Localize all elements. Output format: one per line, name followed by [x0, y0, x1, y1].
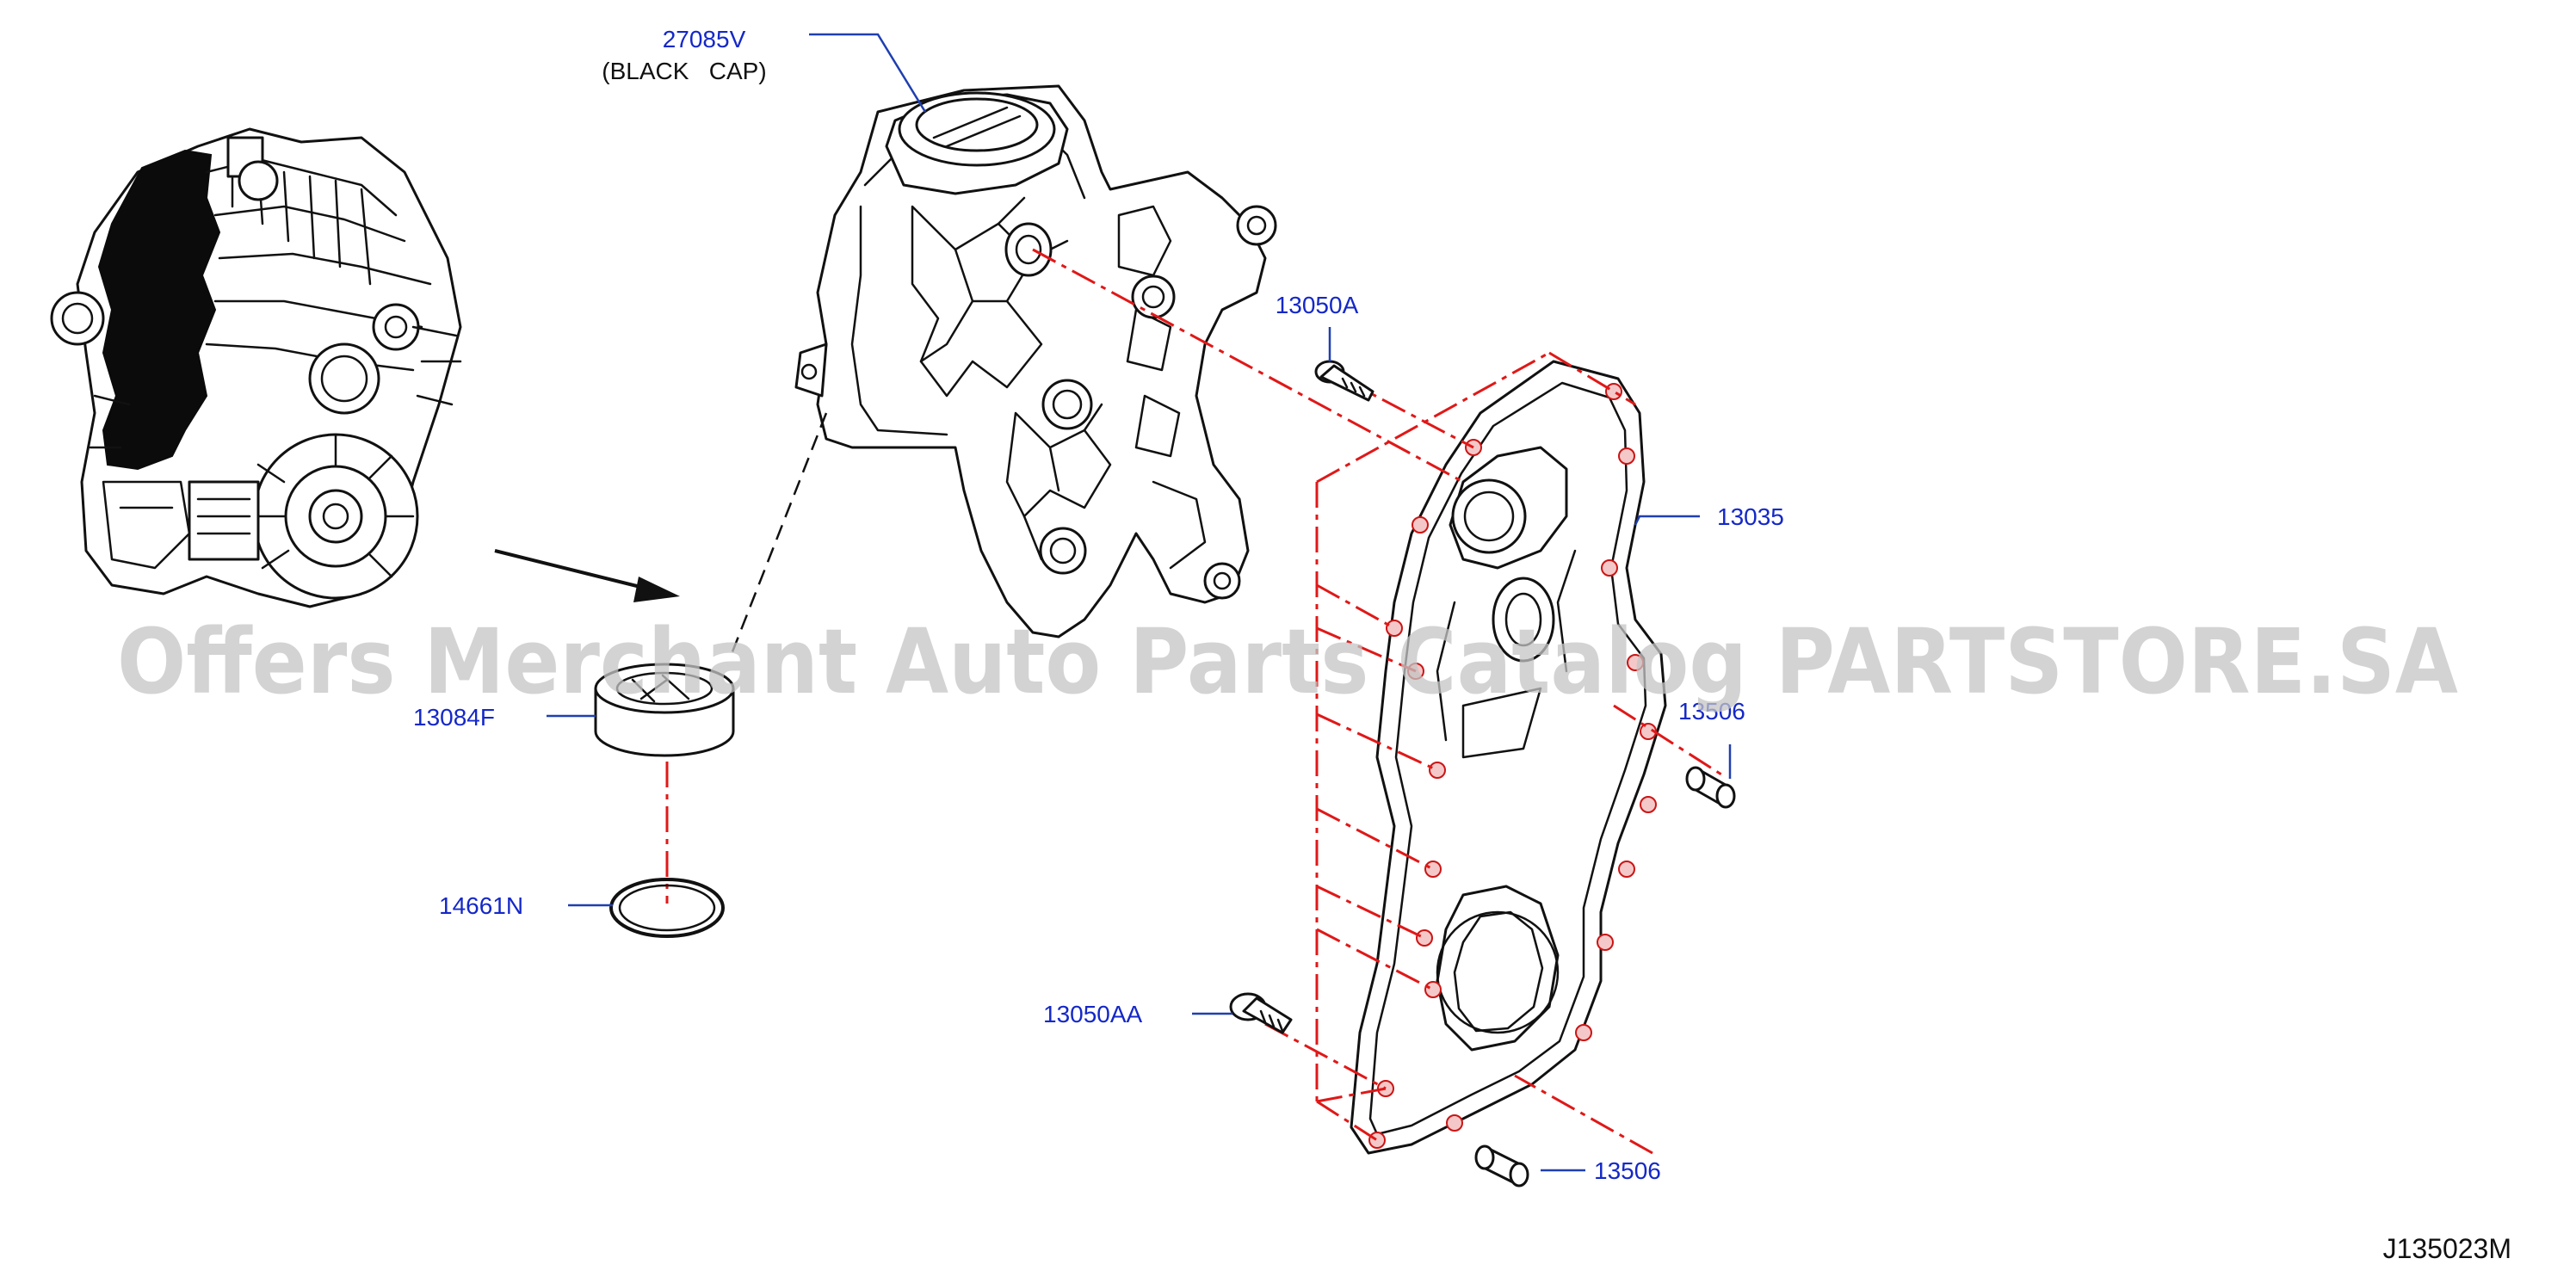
timing-chain-case — [794, 84, 1277, 638]
assembly-centerlines — [665, 248, 1722, 1155]
figure-code: J135023M — [2383, 1233, 2511, 1264]
o-ring — [609, 878, 725, 938]
direction-arrow — [494, 549, 680, 602]
label-black-cap-note: (BLACK CAP) — [602, 58, 766, 84]
front-cover-gasket — [1350, 360, 1667, 1155]
crank-seal — [594, 663, 735, 757]
label-13050a: 13050A — [1276, 292, 1359, 318]
dowel-lower — [1474, 1144, 1529, 1188]
leader-lines — [547, 33, 1732, 1172]
label-27085v: 27085V — [663, 26, 746, 52]
label-14661n: 14661N — [439, 892, 523, 919]
label-13506-lower: 13506 — [1594, 1157, 1661, 1184]
label-13050aa: 13050AA — [1043, 1001, 1143, 1027]
label-13506-upper: 13506 — [1678, 698, 1745, 725]
label-13035: 13035 — [1717, 503, 1784, 530]
watermark-text: Offers Merchant Auto Parts Catalog PARTS… — [117, 609, 2458, 714]
bolt-bottom — [1229, 992, 1293, 1034]
engine-overview — [50, 127, 462, 608]
label-13084f: 13084F — [413, 704, 495, 731]
seal-alignment-line — [730, 412, 828, 655]
bolt-top — [1314, 360, 1374, 402]
dowel-upper — [1685, 766, 1736, 809]
